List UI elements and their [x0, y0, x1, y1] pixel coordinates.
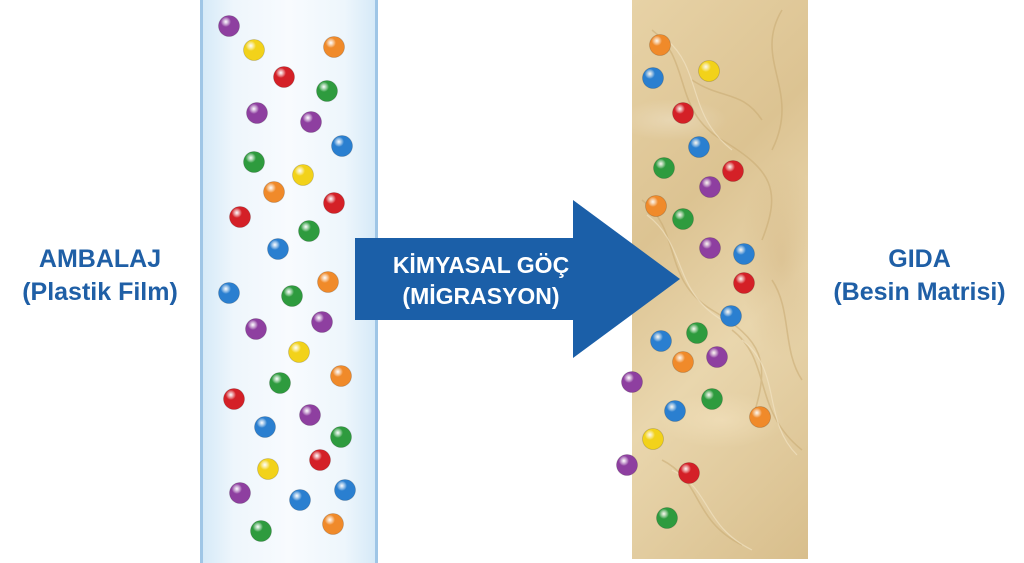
food-texture [641, 9, 803, 551]
food-label: GIDA (Besin Matrisi) [815, 243, 1024, 309]
packaging-label: AMBALAJ (Plastik Film) [0, 243, 200, 309]
food-title: GIDA [888, 245, 951, 273]
migration-title: KİMYASAL GÖÇ [392, 252, 570, 278]
migration-subtitle: (MİGRASYON) [402, 283, 560, 309]
migration-arrow [355, 200, 680, 358]
migration-label: KİMYASAL GÖÇ (MİGRASYON) [355, 250, 607, 312]
migration-arrow-shape [355, 200, 680, 358]
plastic-film-layer [200, 0, 378, 563]
packaging-title: AMBALAJ [38, 245, 162, 273]
food-subtitle: (Besin Matrisi) [833, 278, 1006, 306]
packaging-subtitle: (Plastik Film) [22, 278, 178, 306]
